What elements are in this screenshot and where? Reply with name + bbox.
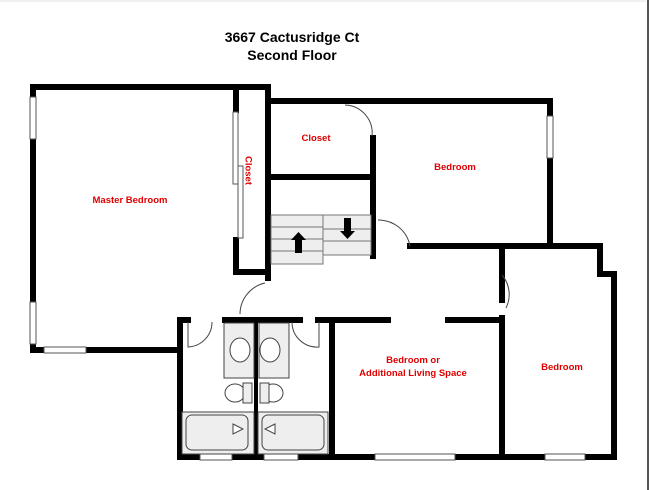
label-master-bedroom: Master Bedroom [92,195,168,206]
tub-inner-left [185,414,249,451]
sink-right [259,337,281,363]
label-bedroom-top: Bedroom [434,162,476,173]
sink-left [229,337,251,363]
window [199,453,233,461]
window [546,115,554,159]
toilet-left [224,383,246,403]
label-bedroom-bottom: Bedroom [541,362,583,373]
window [544,453,586,461]
window [374,453,456,461]
window [263,453,299,461]
window [29,301,37,345]
toilet-tank-right [259,382,270,404]
plan-title-floor: Second Floor [247,47,337,63]
closet-door [237,165,244,239]
viewer-right-border [647,0,649,490]
label-bedroom-or-living-2: Additional Living Space [359,368,467,379]
label-master-closet: Closet [242,155,254,186]
tub-inner-right [261,414,325,451]
closet-door [232,111,239,185]
stairs-down-arrow-icon [340,218,355,239]
window [29,96,37,140]
bedroom-top-wall [370,98,553,249]
plan-title-address: 3667 Cactusridge Ct [224,29,360,45]
toilet-tank-left [242,382,253,404]
label-bedroom-or-living-1: Bedroom or [386,355,440,366]
label-closet: Closet [301,133,331,144]
stairs [270,214,372,265]
top-edge [0,0,646,2]
window [43,346,87,354]
stairs-up-arrow-icon [291,232,306,253]
